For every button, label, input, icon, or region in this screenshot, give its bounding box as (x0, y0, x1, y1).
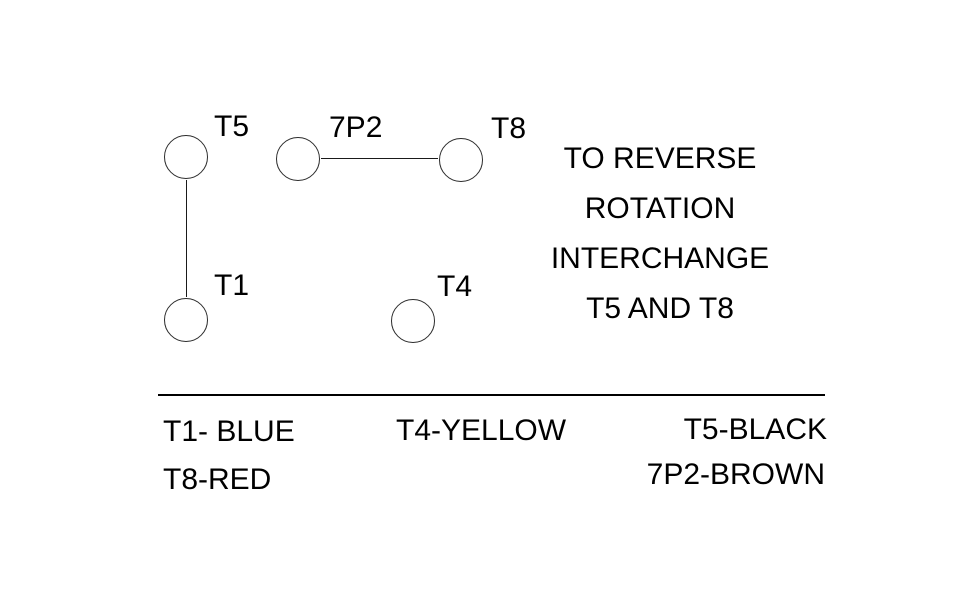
terminal-label-t1: T1 (214, 269, 250, 302)
legend-t1-blue: T1- BLUE (163, 415, 295, 448)
legend-t5-black: T5-BLACK (683, 413, 827, 446)
legend-t8-red: T8-RED (163, 463, 272, 496)
reverse-rotation-note: TO REVERSE ROTATION INTERCHANGE T5 AND T… (480, 134, 840, 334)
wire-t5-to-t1 (186, 180, 187, 297)
wire-7p2-to-t8 (321, 158, 438, 159)
terminal-label-7p2: 7P2 (329, 111, 383, 144)
terminal-circle-t8 (439, 138, 483, 182)
legend-divider-line (158, 394, 825, 396)
legend-t4-yellow: T4-YELLOW (396, 414, 567, 447)
terminal-circle-7p2 (276, 137, 320, 181)
terminal-label-t8: T8 (491, 112, 527, 145)
terminal-circle-t4 (391, 299, 435, 343)
terminal-label-t4: T4 (437, 270, 473, 303)
terminal-label-t5: T5 (214, 110, 250, 143)
terminal-circle-t1 (164, 298, 208, 342)
note-line-2: ROTATION (584, 192, 736, 225)
note-line-1: TO REVERSE (563, 142, 757, 175)
terminal-circle-t5 (164, 135, 208, 179)
note-line-4: T5 AND T8 (586, 292, 734, 325)
note-line-3: INTERCHANGE (550, 242, 770, 275)
legend-7p2-brown: 7P2-BROWN (646, 458, 825, 491)
